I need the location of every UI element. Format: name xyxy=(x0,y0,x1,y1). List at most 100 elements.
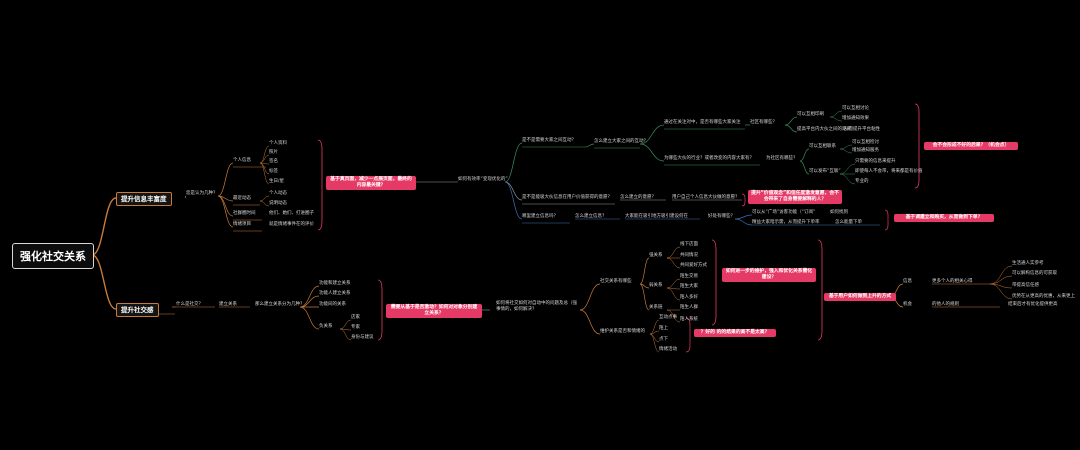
r-down-a[interactable]: 的他人的规则 xyxy=(932,302,959,307)
q1[interactable]: 是不是需要大家之间互动？ xyxy=(522,138,576,143)
build-item[interactable]: 功能和建立关系 xyxy=(319,281,351,286)
r-b1[interactable]: 可以互相联系 xyxy=(809,144,836,149)
root-node[interactable]: 强化社交关系 xyxy=(12,243,94,269)
r-a1a[interactable]: 可以互相讨论 xyxy=(842,106,869,111)
q1c[interactable]: 为哪些大伙的行业？或者改变的内容大家有？ xyxy=(664,156,754,161)
pink-callout-q3[interactable]: 基于调建立和购买，从而做到下单？ xyxy=(894,214,994,222)
ex-item[interactable]: 专家 xyxy=(351,325,360,330)
q1b[interactable]: 通过在关注对中，是否有哪些大家关注 xyxy=(664,120,741,125)
sphere-desc[interactable]: 他们、她们、打进圈子 xyxy=(269,211,314,216)
pink-callout-social[interactable]: 需要从基于是否激动？如何对对象分别建立关系？ xyxy=(386,304,482,318)
r-b1a[interactable]: 可以互相检讨 xyxy=(852,140,879,145)
build-item[interactable]: 功能间的关系 xyxy=(319,302,346,307)
dyn-item[interactable]: 个人动态 xyxy=(269,191,287,196)
bracket xyxy=(884,209,889,231)
r-up-item[interactable]: 优势在从更高的优惠，从来更上 xyxy=(1012,294,1075,299)
pi-item[interactable]: 标签 xyxy=(269,169,278,174)
r-a2[interactable]: 提高平台内大伙之间的距离 xyxy=(797,127,851,132)
r-down-b[interactable]: 结束后才有优化提供更高 xyxy=(1008,302,1058,307)
r-up-item[interactable]: 可以解构信息的可获取 xyxy=(1012,271,1057,276)
m-item[interactable]: 陌上 xyxy=(659,326,668,331)
build-item[interactable]: 功能人建立关系 xyxy=(319,291,351,296)
r-up-item[interactable]: 带提高信任感 xyxy=(1012,283,1039,288)
q2[interactable]: 是不是能吸大伙信息在用户价值获得的意愿？ xyxy=(522,195,612,200)
social-mid-label[interactable]: 如何将社交如何对自动中的问题及总（强事情的，如何解决？ xyxy=(496,301,577,312)
r-up-a[interactable]: 更多个人的相关心得 xyxy=(932,279,973,284)
dynamic-node[interactable]: 最近动态 xyxy=(233,196,251,201)
ex-item[interactable]: 身份与建议 xyxy=(351,335,374,340)
weak-item[interactable]: 陌生大家 xyxy=(680,284,698,289)
connector-line xyxy=(666,246,681,259)
strong-item[interactable]: 线下店面 xyxy=(680,242,698,247)
pink-callout-r[interactable]: 基于用户如何做到上升的方式 xyxy=(824,293,896,301)
weak-item[interactable]: 陌生交易 xyxy=(680,274,698,279)
r-b2b[interactable]: 即使每人不会带，将来都是有价值 xyxy=(855,169,923,174)
strong-item[interactable]: 共同爱好方式 xyxy=(680,263,707,268)
q1a[interactable]: 怎么建立大家之间的互动？ xyxy=(594,139,648,144)
m-item[interactable]: 互动点事 xyxy=(659,315,677,320)
pi-item[interactable]: 个人资料 xyxy=(269,141,287,146)
q1b-r[interactable]: 社区有哪些？ xyxy=(750,120,777,125)
r-a1[interactable]: 可以互相印刷 xyxy=(797,112,824,117)
dyn-item[interactable]: 说明动态 xyxy=(269,201,287,206)
build-question[interactable]: 那么建立关系分为几种？ xyxy=(255,302,305,307)
build-node[interactable]: 建立关系 xyxy=(219,302,237,307)
r-a2b[interactable]: 从而提升平台粘性 xyxy=(844,127,880,132)
feelings-node[interactable]: 情绪项目 xyxy=(233,222,251,227)
q3[interactable]: 哪里建立信息吗？ xyxy=(522,214,558,219)
main-node-social[interactable]: 提升社交感 xyxy=(116,303,159,317)
feelings-desc[interactable]: 就是情绪事件在的评价 xyxy=(269,222,314,227)
connector-line xyxy=(91,254,117,310)
r-up-node[interactable]: 信息 xyxy=(903,279,912,284)
q3f[interactable]: 精益大家暗示需，从而提升下单率 xyxy=(752,220,820,225)
strong-item[interactable]: 共同情况 xyxy=(680,253,698,258)
pink-callout-q2[interactable]: 提升“价值观念”和信任度激发意愿，会不会带来了自身需要解释的人？ xyxy=(748,190,842,204)
ex-item[interactable]: 店家 xyxy=(351,315,360,320)
q2b[interactable]: 用户自己个人信息大伙做的意愿？ xyxy=(672,195,740,200)
info-question[interactable]: 您是认为几种？ xyxy=(186,191,218,196)
connector-line xyxy=(829,116,843,122)
connector-line xyxy=(639,283,650,289)
sphere-node[interactable]: 社群圈时间 xyxy=(233,211,256,216)
connector-line xyxy=(184,195,187,199)
pi-item[interactable]: 生日/星 xyxy=(269,179,285,184)
r-up-item[interactable]: 生活通人实参考 xyxy=(1012,261,1044,266)
ex-node[interactable]: 负关系 xyxy=(319,324,333,329)
social-question[interactable]: 什么是社交？ xyxy=(176,302,203,307)
personal-info-node[interactable]: 个人信息 xyxy=(233,158,251,163)
info-mid-label[interactable]: 如何有效率“变现优化的” xyxy=(458,177,508,182)
r-down-node[interactable]: 机会 xyxy=(903,302,912,307)
pi-item[interactable]: 照片 xyxy=(269,150,278,155)
strong-node[interactable]: 强关系 xyxy=(649,253,663,258)
pink-callout-r1[interactable]: 会不会形成不好的后果？（机会点） xyxy=(924,142,1018,150)
r-b2c[interactable]: 专业的 xyxy=(855,179,869,184)
pink-callout-m2[interactable]: ？好的 的的结果的高不是太高？ xyxy=(694,329,776,337)
connector-line xyxy=(217,162,234,197)
other-node[interactable]: 关系链 xyxy=(649,305,663,310)
r-b2a[interactable]: 只需要的信息来提升 xyxy=(855,159,896,164)
other-item[interactable]: 陌人系统 xyxy=(680,317,698,322)
q3b[interactable]: 大家能在吸引地方吸引建设何在 xyxy=(625,214,688,219)
weak-node[interactable]: 弱关系 xyxy=(649,283,663,288)
weak-item[interactable]: 陌人多好 xyxy=(680,295,698,300)
pi-item[interactable]: 签名 xyxy=(269,159,278,164)
q2a[interactable]: 怎么建立的意愿？ xyxy=(620,195,656,200)
q3d[interactable]: 可以从“广场”访客功能（“订阅” xyxy=(752,210,816,215)
r-b2[interactable]: 可以发布“互联” xyxy=(809,169,841,174)
other-item[interactable]: 陌生人群 xyxy=(680,305,698,310)
pink-callout-m1[interactable]: 如何进一步的维护，强入和优化关系需化建设？ xyxy=(722,268,816,282)
main-node-info[interactable]: 提升信息丰富度 xyxy=(116,192,172,206)
connector-line xyxy=(734,218,753,226)
q3c[interactable]: 好处有哪些？ xyxy=(708,214,735,219)
q3e[interactable]: 如何找到 xyxy=(830,210,848,215)
q3g[interactable]: 怎么能量下单 xyxy=(835,220,862,225)
q3a[interactable]: 怎么建立信息？ xyxy=(575,214,607,219)
r-b1b[interactable]: 增加通知服务 xyxy=(852,148,879,153)
q1c-r[interactable]: 为社区有哪些？ xyxy=(766,156,798,161)
pink-callout-info[interactable]: 基于真页面，减少一点展页面，最终的内容最关键？ xyxy=(326,176,416,190)
maintain-node[interactable]: 维护关系是否和情绪的 xyxy=(600,329,645,334)
group-node[interactable]: 社交关系有哪些 xyxy=(600,279,632,284)
r-a1b[interactable]: 增加通知效果 xyxy=(842,116,869,121)
m-item[interactable]: 情绪活动 xyxy=(659,347,677,352)
m-item[interactable]: 点下 xyxy=(659,337,668,342)
